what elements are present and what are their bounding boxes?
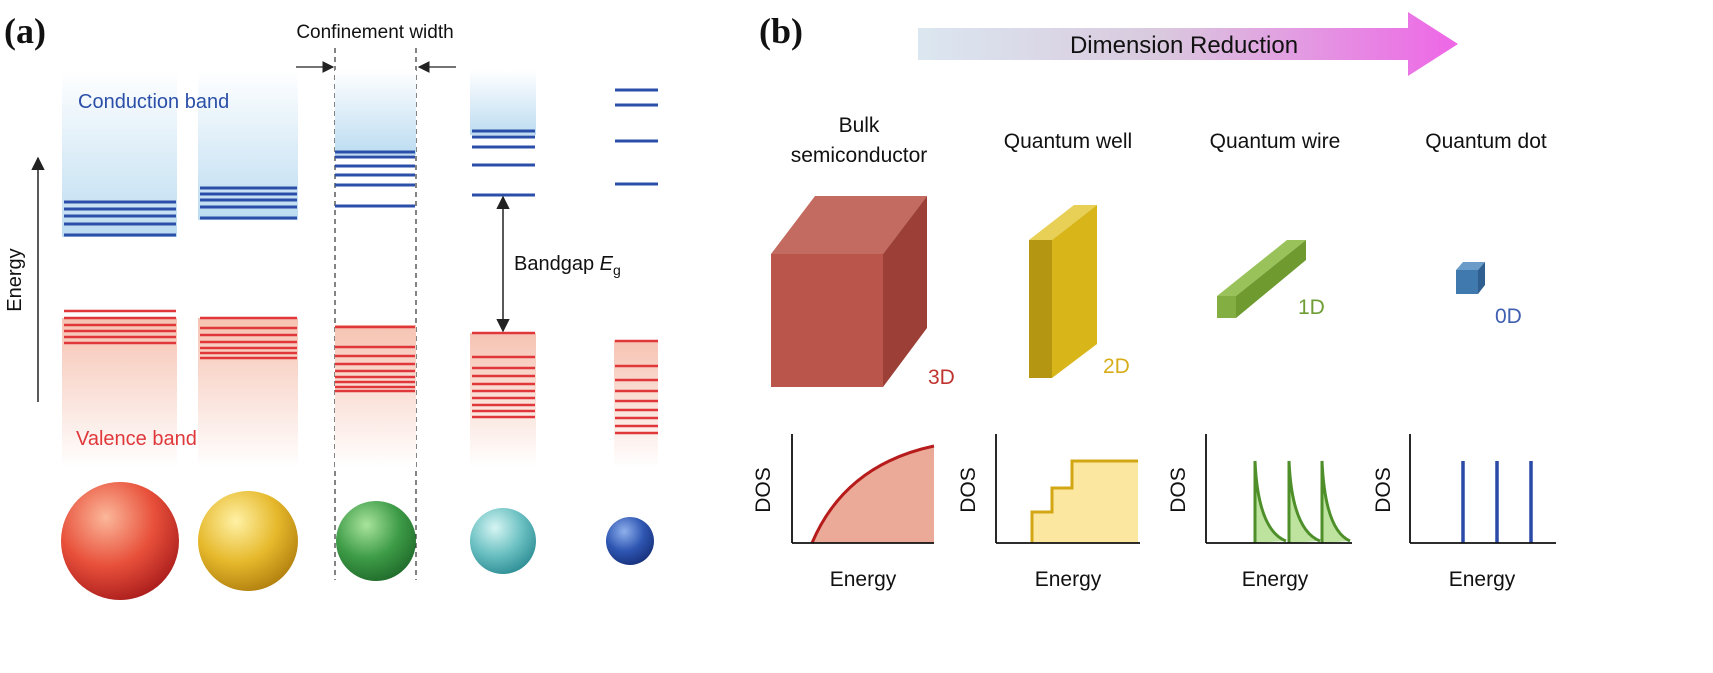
slab-front-face xyxy=(1052,205,1097,378)
panel-a-letter: (a) xyxy=(4,11,46,51)
cube-side-face xyxy=(883,196,927,387)
dos-0d-x-label: Energy xyxy=(1449,568,1516,591)
panel-b: (b) Dimension Reduction Bulk semiconduct… xyxy=(752,11,1556,591)
confinement-width-label: Confinement width xyxy=(296,22,453,43)
dos-0d-y-label: DOS xyxy=(1372,467,1395,513)
dos-plot-3d: DOS Energy xyxy=(752,434,935,591)
dimension-reduction-label: Dimension Reduction xyxy=(1070,32,1298,59)
sphere-red xyxy=(61,482,179,600)
wire-top-face xyxy=(1217,240,1306,296)
energy-levels xyxy=(64,88,658,435)
vb-fill-3 xyxy=(335,325,416,468)
dim-label-0d: 0D xyxy=(1495,305,1522,328)
dos-3d-fill xyxy=(812,446,934,543)
slab-top-face xyxy=(1029,205,1097,240)
sphere-yellow xyxy=(198,491,298,591)
quantum-wire-rod-1d xyxy=(1217,240,1306,318)
dos-2d-fill xyxy=(1032,461,1138,543)
dos-1d-peak-3 xyxy=(1320,460,1351,543)
dot-front-face xyxy=(1456,270,1478,294)
panel-b-letter: (b) xyxy=(759,11,803,51)
dot-side-face xyxy=(1478,262,1485,294)
dos-2d-x-label: Energy xyxy=(1035,568,1102,591)
nanocrystal-spheres xyxy=(61,482,654,600)
wire-end-face xyxy=(1217,296,1236,318)
bandgap-label: Bandgap Eg xyxy=(514,253,621,278)
cube-top-face xyxy=(771,196,927,254)
dos-1d-fill-1 xyxy=(1255,461,1286,543)
dos-plot-2d: DOS Energy xyxy=(957,434,1140,591)
quantum-dot-cube-0d xyxy=(1456,262,1485,294)
dim-label-1d: 1D xyxy=(1298,296,1325,319)
dim-label-3d: 3D xyxy=(928,366,955,389)
dos-1d-y-label: DOS xyxy=(1167,467,1190,513)
dos-1d-peak-2 xyxy=(1287,460,1321,543)
bulk-title-line1: Bulk xyxy=(839,114,880,137)
dos-plot-1d: DOS Energy xyxy=(1167,434,1352,591)
conduction-band-label: Conduction band xyxy=(78,91,229,113)
quantum-well-title: Quantum well xyxy=(1004,130,1132,153)
energy-axis-label: Energy xyxy=(4,248,26,311)
quantum-well-slab-2d xyxy=(1029,205,1097,378)
quantum-dot-title: Quantum dot xyxy=(1425,130,1547,153)
dos-2d-y-label: DOS xyxy=(957,467,980,513)
vb-fill-2 xyxy=(198,318,298,468)
dos-3d-curve xyxy=(810,444,935,544)
vb-fill-5 xyxy=(614,340,658,468)
dos-plot-0d: DOS Energy xyxy=(1372,434,1556,591)
panel-a: (a) Confinement width Conduction band Va… xyxy=(4,11,658,600)
dot-top-face xyxy=(1456,262,1485,270)
wire-side-face xyxy=(1236,240,1306,318)
sphere-green xyxy=(336,501,416,581)
cb-fill-3 xyxy=(335,70,416,155)
dos-1d-fill-3 xyxy=(1322,461,1350,543)
dim-label-2d: 2D xyxy=(1103,355,1130,378)
cube-front-face xyxy=(771,254,883,387)
dos-1d-x-label: Energy xyxy=(1242,568,1309,591)
valence-band-label: Valence band xyxy=(76,428,197,450)
dos-1d-fill-2 xyxy=(1289,461,1320,543)
bulk-cube-3d xyxy=(771,196,927,387)
sphere-blue xyxy=(606,517,654,565)
cb-fill-4 xyxy=(470,70,536,135)
dimension-reduction-arrow xyxy=(918,12,1458,76)
bulk-title-line2: semiconductor xyxy=(791,144,928,167)
slab-side-face xyxy=(1029,240,1052,378)
dos-2d-staircase xyxy=(1030,459,1138,543)
dos-3d-y-label: DOS xyxy=(752,467,775,513)
sphere-cyan xyxy=(470,508,536,574)
quantum-wire-title: Quantum wire xyxy=(1210,130,1341,153)
dos-1d-peak-1 xyxy=(1253,460,1287,543)
vb-fill-4 xyxy=(470,333,536,468)
dos-3d-x-label: Energy xyxy=(830,568,897,591)
